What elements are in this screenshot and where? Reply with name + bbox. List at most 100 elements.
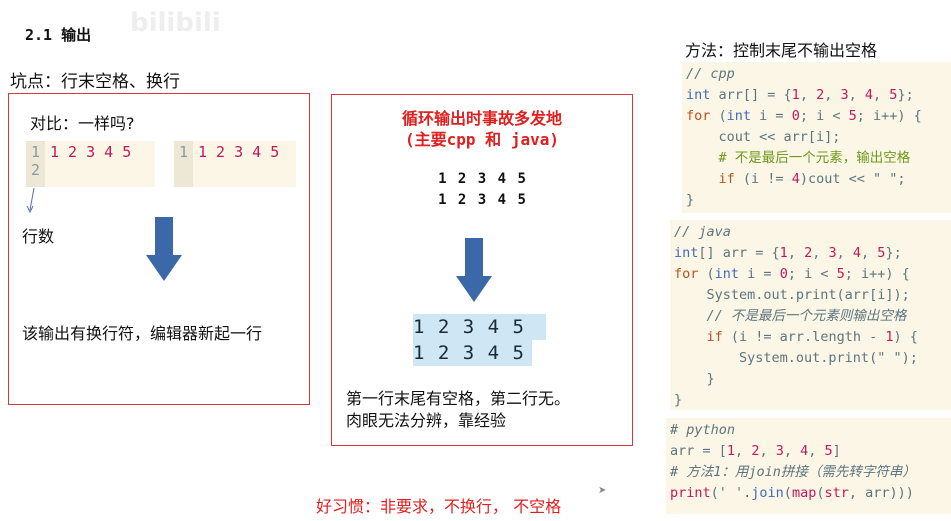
code-token: ; i < [787,266,837,282]
code-token: 0 [791,108,800,124]
code-line: arr = [1, 2, 3, 4, 5] [670,441,947,462]
java-code-block: // java int[] arr = {1, 2, 3, 4, 5};for (… [670,220,951,410]
code-token: (i != [734,171,792,187]
down-arrow-icon [146,217,182,281]
code-token: ( [698,266,715,282]
code-line: for (int i = 0; i < 5; i++) { [686,106,947,127]
pitfall-heading: 坑点：行末空格、换行 [10,72,180,92]
code-token: , [812,245,829,261]
code-token: 3 [775,443,784,459]
code-line: // cpp [686,64,947,85]
code-line: System.out.print(arr[i]); [674,285,947,306]
code-token: ; i++) { [844,266,910,282]
code-token: 5 [877,245,886,261]
code-token: arr = [ [670,443,727,459]
output-line: 1 2 3 4 5 [438,192,526,208]
code-line: } [674,369,947,390]
code-token: 3 [840,87,849,103]
code-token: 0 [779,266,788,282]
code-token: ( [710,108,727,124]
code-token: i = [739,266,780,282]
line-number: 2 [30,161,41,179]
line-count-label: 行数 [22,227,55,246]
code-token: 4 [864,87,874,103]
selected-line-with-trailing-space: 1 2 3 4 5 [413,314,546,340]
code-token: , [824,87,841,103]
code-token: cout << arr[i]; [686,129,841,145]
code-token: (' '. [710,485,752,501]
code-token: 4 [852,245,862,261]
code-token: ) { [893,329,918,345]
code-line: for (int i = 0; i < 5; i++) { [674,264,947,285]
code-token: , [861,245,878,261]
code-token: 2 [751,443,760,459]
code-token: int [674,245,699,261]
code-line: cout << arr[i]; [686,127,947,148]
code-line: if (i != arr.length - 1) { [674,327,947,348]
selected-line: 1 2 3 4 5 [413,340,532,366]
code-token: # 方法1：用join拼接（需先转字符串） [670,464,916,480]
code-line: int arr[] = {1, 2, 3, 4, 5}; [686,85,947,106]
code-token: // java [674,224,731,240]
line-gutter: 1 [174,141,193,187]
code-token: ; i++) { [856,108,922,124]
note-line2: 肉眼无法分辨，靠经验 [346,411,507,430]
code-token: // cpp [686,66,735,82]
code-token: } [686,192,695,208]
code-line: # python [670,420,947,441]
code-token: print [670,485,711,501]
method-title: 方法：控制末尾不输出空格 [685,41,878,60]
code-token: , [787,245,805,261]
code-token: 1 [726,443,736,459]
code-token: if [706,329,723,345]
code-line: # 方法1：用join拼接（需先转字符串） [670,462,947,483]
code-token: , [836,245,853,261]
middle-box: 循环输出时事故多发地 (主要cpp 和 java) 1 2 3 4 5 1 2 … [331,94,633,446]
editor-without-newline: 1 1 2 3 4 5 [174,141,296,187]
code-token: 5 [889,87,898,103]
code-line: // 不是最后一个元素则输出空格 [674,306,947,327]
watermark: bilibili [130,8,221,38]
code-line: // java [674,222,947,243]
middle-title-line1: 循环输出时事故多发地 [401,109,562,128]
code-token: 1 [885,329,894,345]
code-token: , [783,443,801,459]
code-line: } [686,190,947,211]
code-token: int [686,87,711,103]
code-line: int[] arr = {1, 2, 3, 4, 5}; [674,243,947,264]
code-line: # 不是最后一个元素，输出空格 [686,148,947,169]
code-token: } [674,371,715,387]
code-token: ( [783,485,792,501]
code-token: map [791,485,817,501]
code-token: 4 [791,171,800,187]
code-token: , [848,87,865,103]
code-line: } [674,390,947,411]
code-token: System.out.print(" "); [674,350,918,366]
code-token: 5 [848,108,857,124]
section-title: 2.1 输出 [25,26,92,44]
code-token: }; [885,245,902,261]
code-token [674,329,707,345]
code-token: 4 [800,443,809,459]
code-token: 5 [836,266,845,282]
code-token: , [735,443,752,459]
code-token [686,171,719,187]
code-token: , [759,443,776,459]
code-token: , arr))) [848,485,914,501]
selected-output: 1 2 3 4 5 1 2 3 4 5 [413,314,546,366]
editor-content: 1 2 3 4 5 [198,143,280,161]
code-token: join [751,485,784,501]
code-token: , [873,87,890,103]
code-token: [] arr = { [698,245,780,261]
pointer-line-icon [26,188,35,214]
code-token: for [686,108,711,124]
editor-content: 1 2 3 4 5 [50,143,132,161]
code-token: , [808,443,825,459]
code-token: 1 [791,87,800,103]
code-token: // 不是最后一个元素则输出空格 [674,308,907,324]
code-token: )cout << " "; [799,171,906,187]
